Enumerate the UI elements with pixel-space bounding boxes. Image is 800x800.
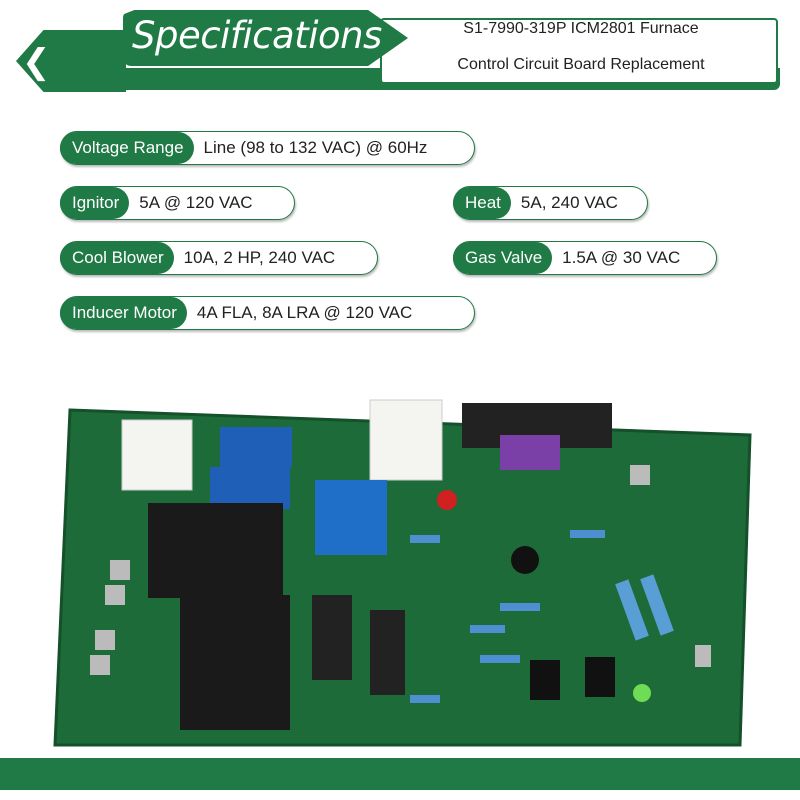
product-name-line2: Control Circuit Board Replacement — [457, 56, 705, 73]
spec-value: 10A, 2 HP, 240 VAC — [183, 248, 336, 267]
circuit-board-image — [53, 399, 752, 747]
spec-value: 5A, 240 VAC — [520, 193, 618, 212]
spec-voltage-range: Voltage Range Line (98 to 132 VAC) @ 60Hz — [60, 131, 475, 165]
spec-value: 1.5A @ 30 VAC — [562, 248, 681, 267]
spec-ignitor: Ignitor 5A @ 120 VAC — [60, 186, 295, 220]
spec-value: 4A FLA, 8A LRA @ 120 VAC — [196, 303, 413, 322]
spec-value: 5A @ 120 VAC — [139, 193, 253, 212]
footer-band — [0, 758, 800, 790]
spec-label: Heat — [453, 187, 511, 219]
header-subtitle-box — [380, 18, 778, 84]
spec-label: Gas Valve — [453, 242, 553, 274]
product-name-line1: S1-7990-319P ICM2801 Furnace — [463, 20, 699, 37]
spec-heat: Heat 5A, 240 VAC — [453, 186, 648, 220]
spec-value: Line (98 to 132 VAC) @ 60Hz — [203, 138, 428, 157]
chevron-left-icon: ❮ — [22, 43, 51, 81]
spec-inducer-motor: Inducer Motor 4A FLA, 8A LRA @ 120 VAC — [60, 296, 475, 330]
spec-label: Voltage Range — [60, 132, 194, 164]
header-title-tab — [123, 10, 408, 66]
spec-label: Inducer Motor — [60, 297, 187, 329]
spec-cool-blower: Cool Blower 10A, 2 HP, 240 VAC — [60, 241, 378, 275]
spec-label: Ignitor — [60, 187, 130, 219]
page-title: Specifications — [132, 14, 382, 57]
spec-label: Cool Blower — [60, 242, 174, 274]
spec-gas-valve: Gas Valve 1.5A @ 30 VAC — [453, 241, 717, 275]
